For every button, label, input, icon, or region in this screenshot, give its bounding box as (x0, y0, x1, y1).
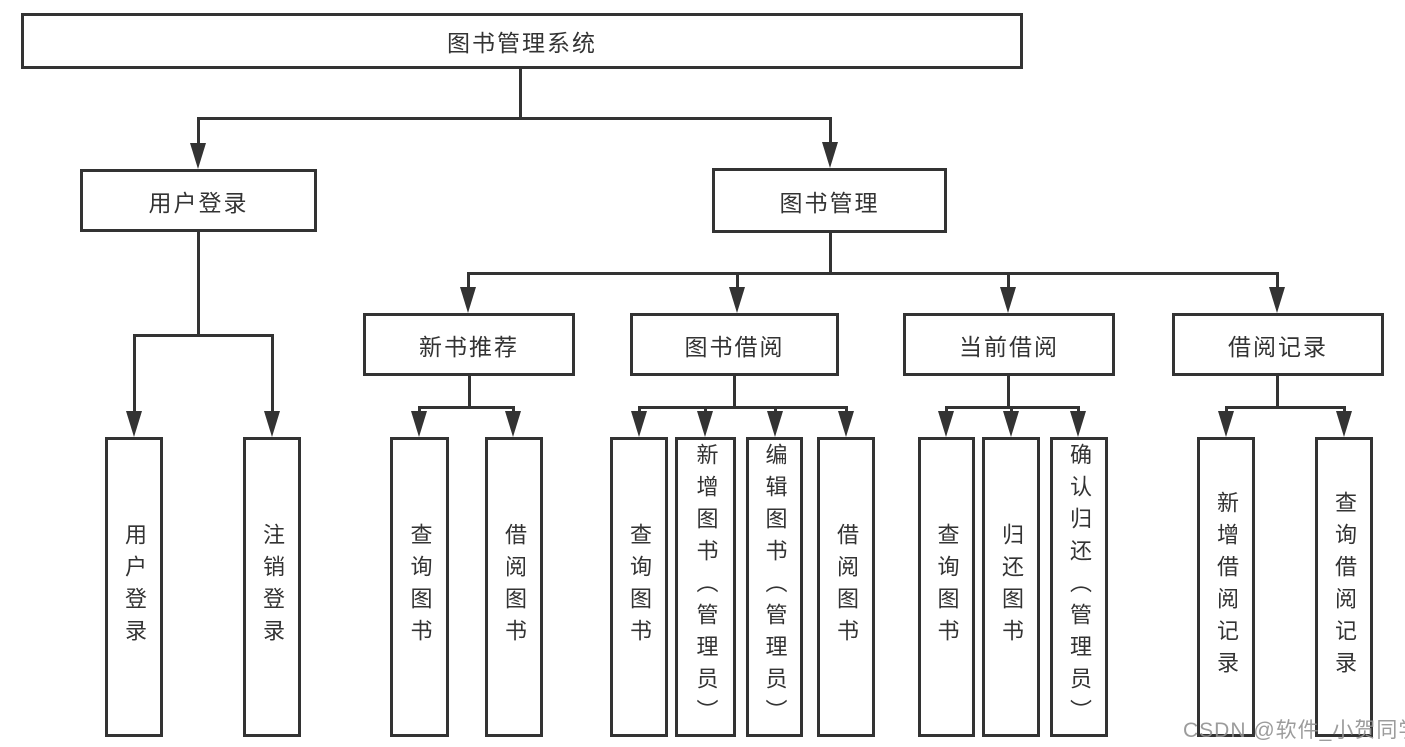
connector-book-borrow-stem (733, 375, 736, 408)
arrowhead-book-mgmt-icon (822, 142, 838, 168)
arrowhead-icon (1336, 411, 1352, 437)
leaf-query-books-borrowing: 查询图书 (610, 437, 668, 737)
leaf-user-login: 用户登录 (105, 437, 163, 737)
leaf-add-books-admin: 新增图书（管理员） (675, 437, 736, 737)
leaf-label: 注销登录 (260, 523, 285, 651)
leaf-label: 确认归还（管理员） (1067, 443, 1092, 731)
node-library-management-system: 图书管理系统 (21, 13, 1023, 69)
leaf-label: 查询图书 (934, 523, 960, 651)
connector-book-mgmt-stem (829, 232, 832, 274)
arrowhead-icon (1070, 411, 1086, 437)
arrowhead-icon (505, 411, 521, 437)
node-user-login: 用户登录 (80, 169, 317, 232)
node-book-management: 图书管理 (712, 168, 947, 233)
arrowhead-current-borrow-icon (1000, 287, 1016, 313)
leaf-confirm-return-admin: 确认归还（管理员） (1050, 437, 1108, 737)
node-borrowing-records: 借阅记录 (1172, 313, 1384, 376)
node-new-book-recommendation: 新书推荐 (363, 313, 575, 376)
connector-root-distributor (197, 117, 831, 120)
connector-to-book-borrow (736, 272, 739, 290)
connector-to-leaf (1077, 406, 1080, 414)
node-label: 图书借阅 (684, 333, 785, 360)
arrowhead-icon (631, 411, 647, 437)
arrowhead-new-book-icon (460, 287, 476, 313)
arrowhead-icon (697, 411, 713, 437)
leaf-label: 编辑图书（管理员） (762, 443, 788, 731)
leaf-edit-books-admin: 编辑图书（管理员） (746, 437, 803, 737)
connector-current-borrow-stem (1007, 375, 1010, 408)
leaf-label: 新增图书（管理员） (693, 443, 719, 731)
leaf-add-borrow-record: 新增借阅记录 (1197, 437, 1255, 737)
csdn-watermark: CSDN @软件_小贺同学 (1183, 719, 1405, 742)
arrowhead-book-borrow-icon (729, 287, 745, 313)
connector-to-leaf (845, 406, 848, 414)
connector-to-user-login (197, 117, 200, 147)
arrowhead-icon (411, 411, 427, 437)
leaf-label: 查询图书 (407, 523, 433, 651)
connector-to-leaf (1010, 406, 1013, 414)
leaf-label: 借阅图书 (502, 523, 527, 651)
leaf-label: 查询图书 (627, 523, 652, 651)
connector-to-leaf (945, 406, 948, 414)
connector-to-leaf (638, 406, 641, 414)
connector-to-book-mgmt (829, 117, 832, 146)
connector-to-current-borrow (1007, 272, 1010, 290)
connector-user-login-distributor (133, 334, 274, 337)
arrowhead-borrow-record-icon (1269, 287, 1285, 313)
arrowhead-icon (1218, 411, 1234, 437)
connector-new-book-stem (468, 375, 471, 408)
node-label: 新书推荐 (419, 333, 519, 360)
connector-user-login-stem (197, 231, 200, 336)
leaf-borrow-books-borrowing: 借阅图书 (817, 437, 875, 737)
leaf-label: 归还图书 (999, 523, 1024, 651)
arrowhead-user-login-icon (190, 143, 206, 169)
arrowhead-icon (1003, 411, 1019, 437)
leaf-logout: 注销登录 (243, 437, 301, 737)
leaf-label: 查询借阅记录 (1332, 491, 1357, 683)
connector-book-mgmt-distributor (467, 272, 1279, 275)
node-label: 借阅记录 (1228, 333, 1328, 360)
leaf-query-borrow-record: 查询借阅记录 (1315, 437, 1373, 737)
connector-to-leaf (704, 406, 707, 414)
leaf-borrow-books-recommend: 借阅图书 (485, 437, 543, 737)
leaf-query-books-current: 查询图书 (918, 437, 975, 737)
node-label: 图书管理 (779, 189, 880, 216)
arrowhead-icon (938, 411, 954, 437)
node-book-borrowing: 图书借阅 (630, 313, 839, 376)
connector-to-leaf (418, 406, 421, 414)
connector-to-leaf-user-login (133, 334, 136, 414)
arrowhead-icon (767, 411, 783, 437)
arrowhead-leaf-user-login-icon (126, 411, 142, 437)
connector-to-leaf-logout (271, 334, 274, 414)
connector-to-leaf (774, 406, 777, 414)
connector-to-leaf (1225, 406, 1228, 414)
connector-root-stem (519, 66, 522, 119)
leaf-return-books: 归还图书 (982, 437, 1040, 737)
node-label: 用户登录 (148, 189, 249, 216)
connector-new-book-distributor (418, 406, 515, 409)
connector-to-borrow-record (1276, 272, 1279, 290)
connector-to-leaf (1343, 406, 1346, 414)
arrowhead-icon (838, 411, 854, 437)
connector-to-leaf (512, 406, 515, 414)
connector-borrow-record-distributor (1225, 406, 1345, 409)
node-current-borrowing: 当前借阅 (903, 313, 1115, 376)
node-label: 图书管理系统 (447, 30, 597, 56)
arrowhead-leaf-logout-icon (264, 411, 280, 437)
node-label: 当前借阅 (959, 333, 1059, 360)
connector-to-new-book (467, 272, 470, 290)
leaf-label: 用户登录 (122, 523, 147, 651)
leaf-label: 新增借阅记录 (1214, 491, 1239, 683)
leaf-query-books-recommend: 查询图书 (390, 437, 449, 737)
leaf-label: 借阅图书 (834, 523, 859, 651)
connector-borrow-record-stem (1276, 375, 1279, 408)
connector-book-borrow-distributor (638, 406, 847, 409)
